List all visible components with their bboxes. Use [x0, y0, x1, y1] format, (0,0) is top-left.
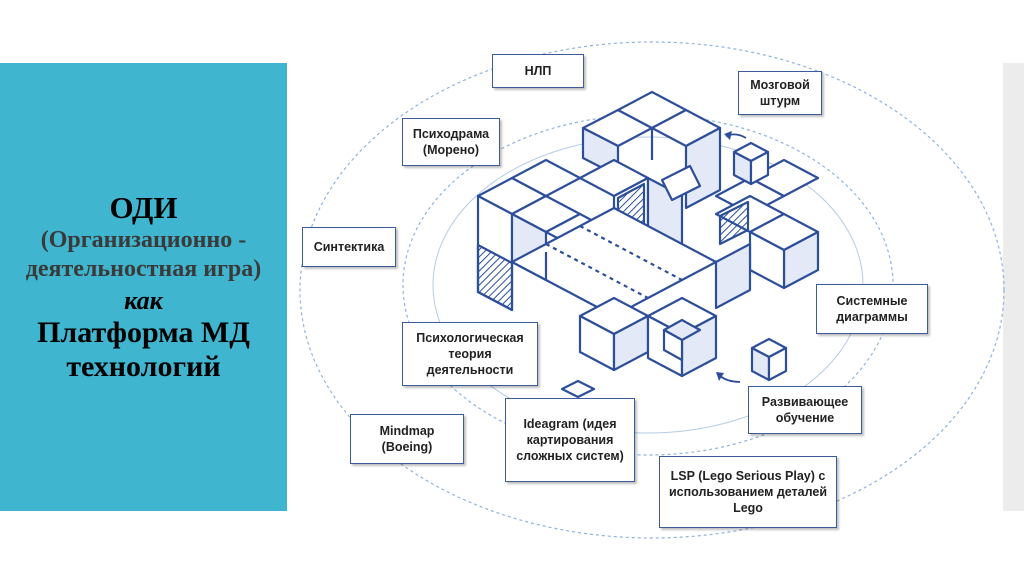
- label-brainstorm: Мозговой штурм: [738, 71, 822, 115]
- slide-subtitle: (Организационно - деятельностная игра): [25, 227, 262, 282]
- label-nlp: НЛП: [492, 54, 584, 88]
- label-psych-theory: Психологическая теория деятельности: [402, 322, 538, 386]
- right-edge-strip: [1003, 63, 1024, 511]
- floating-cube-top: [732, 141, 770, 186]
- label-psychodrama: Психодрама (Морено): [402, 118, 500, 166]
- slide-connector: как: [124, 286, 163, 315]
- slide-platform: Платформа МД технологий: [37, 316, 250, 383]
- isometric-cube-cluster: [476, 90, 820, 378]
- outer-orbit: [299, 41, 1005, 539]
- title-panel: ОДИ (Организационно - деятельностная игр…: [0, 63, 287, 511]
- label-synectics: Синтектика: [302, 227, 396, 267]
- label-mindmap: Mindmap (Boeing): [350, 414, 464, 464]
- label-ideagram: Ideagram (идея картирования сложных сист…: [505, 398, 635, 482]
- floating-cube-right: [750, 337, 788, 382]
- rotation-arrows: [716, 131, 747, 383]
- slide-title: ОДИ: [109, 190, 178, 225]
- label-lsp: LSP (Lego Serious Play) с использованием…: [659, 456, 837, 528]
- label-system-diagrams: Системные диаграммы: [816, 284, 928, 334]
- label-developing-learning: Развивающее обучение: [748, 386, 862, 434]
- floating-cube-bottom: [560, 379, 596, 399]
